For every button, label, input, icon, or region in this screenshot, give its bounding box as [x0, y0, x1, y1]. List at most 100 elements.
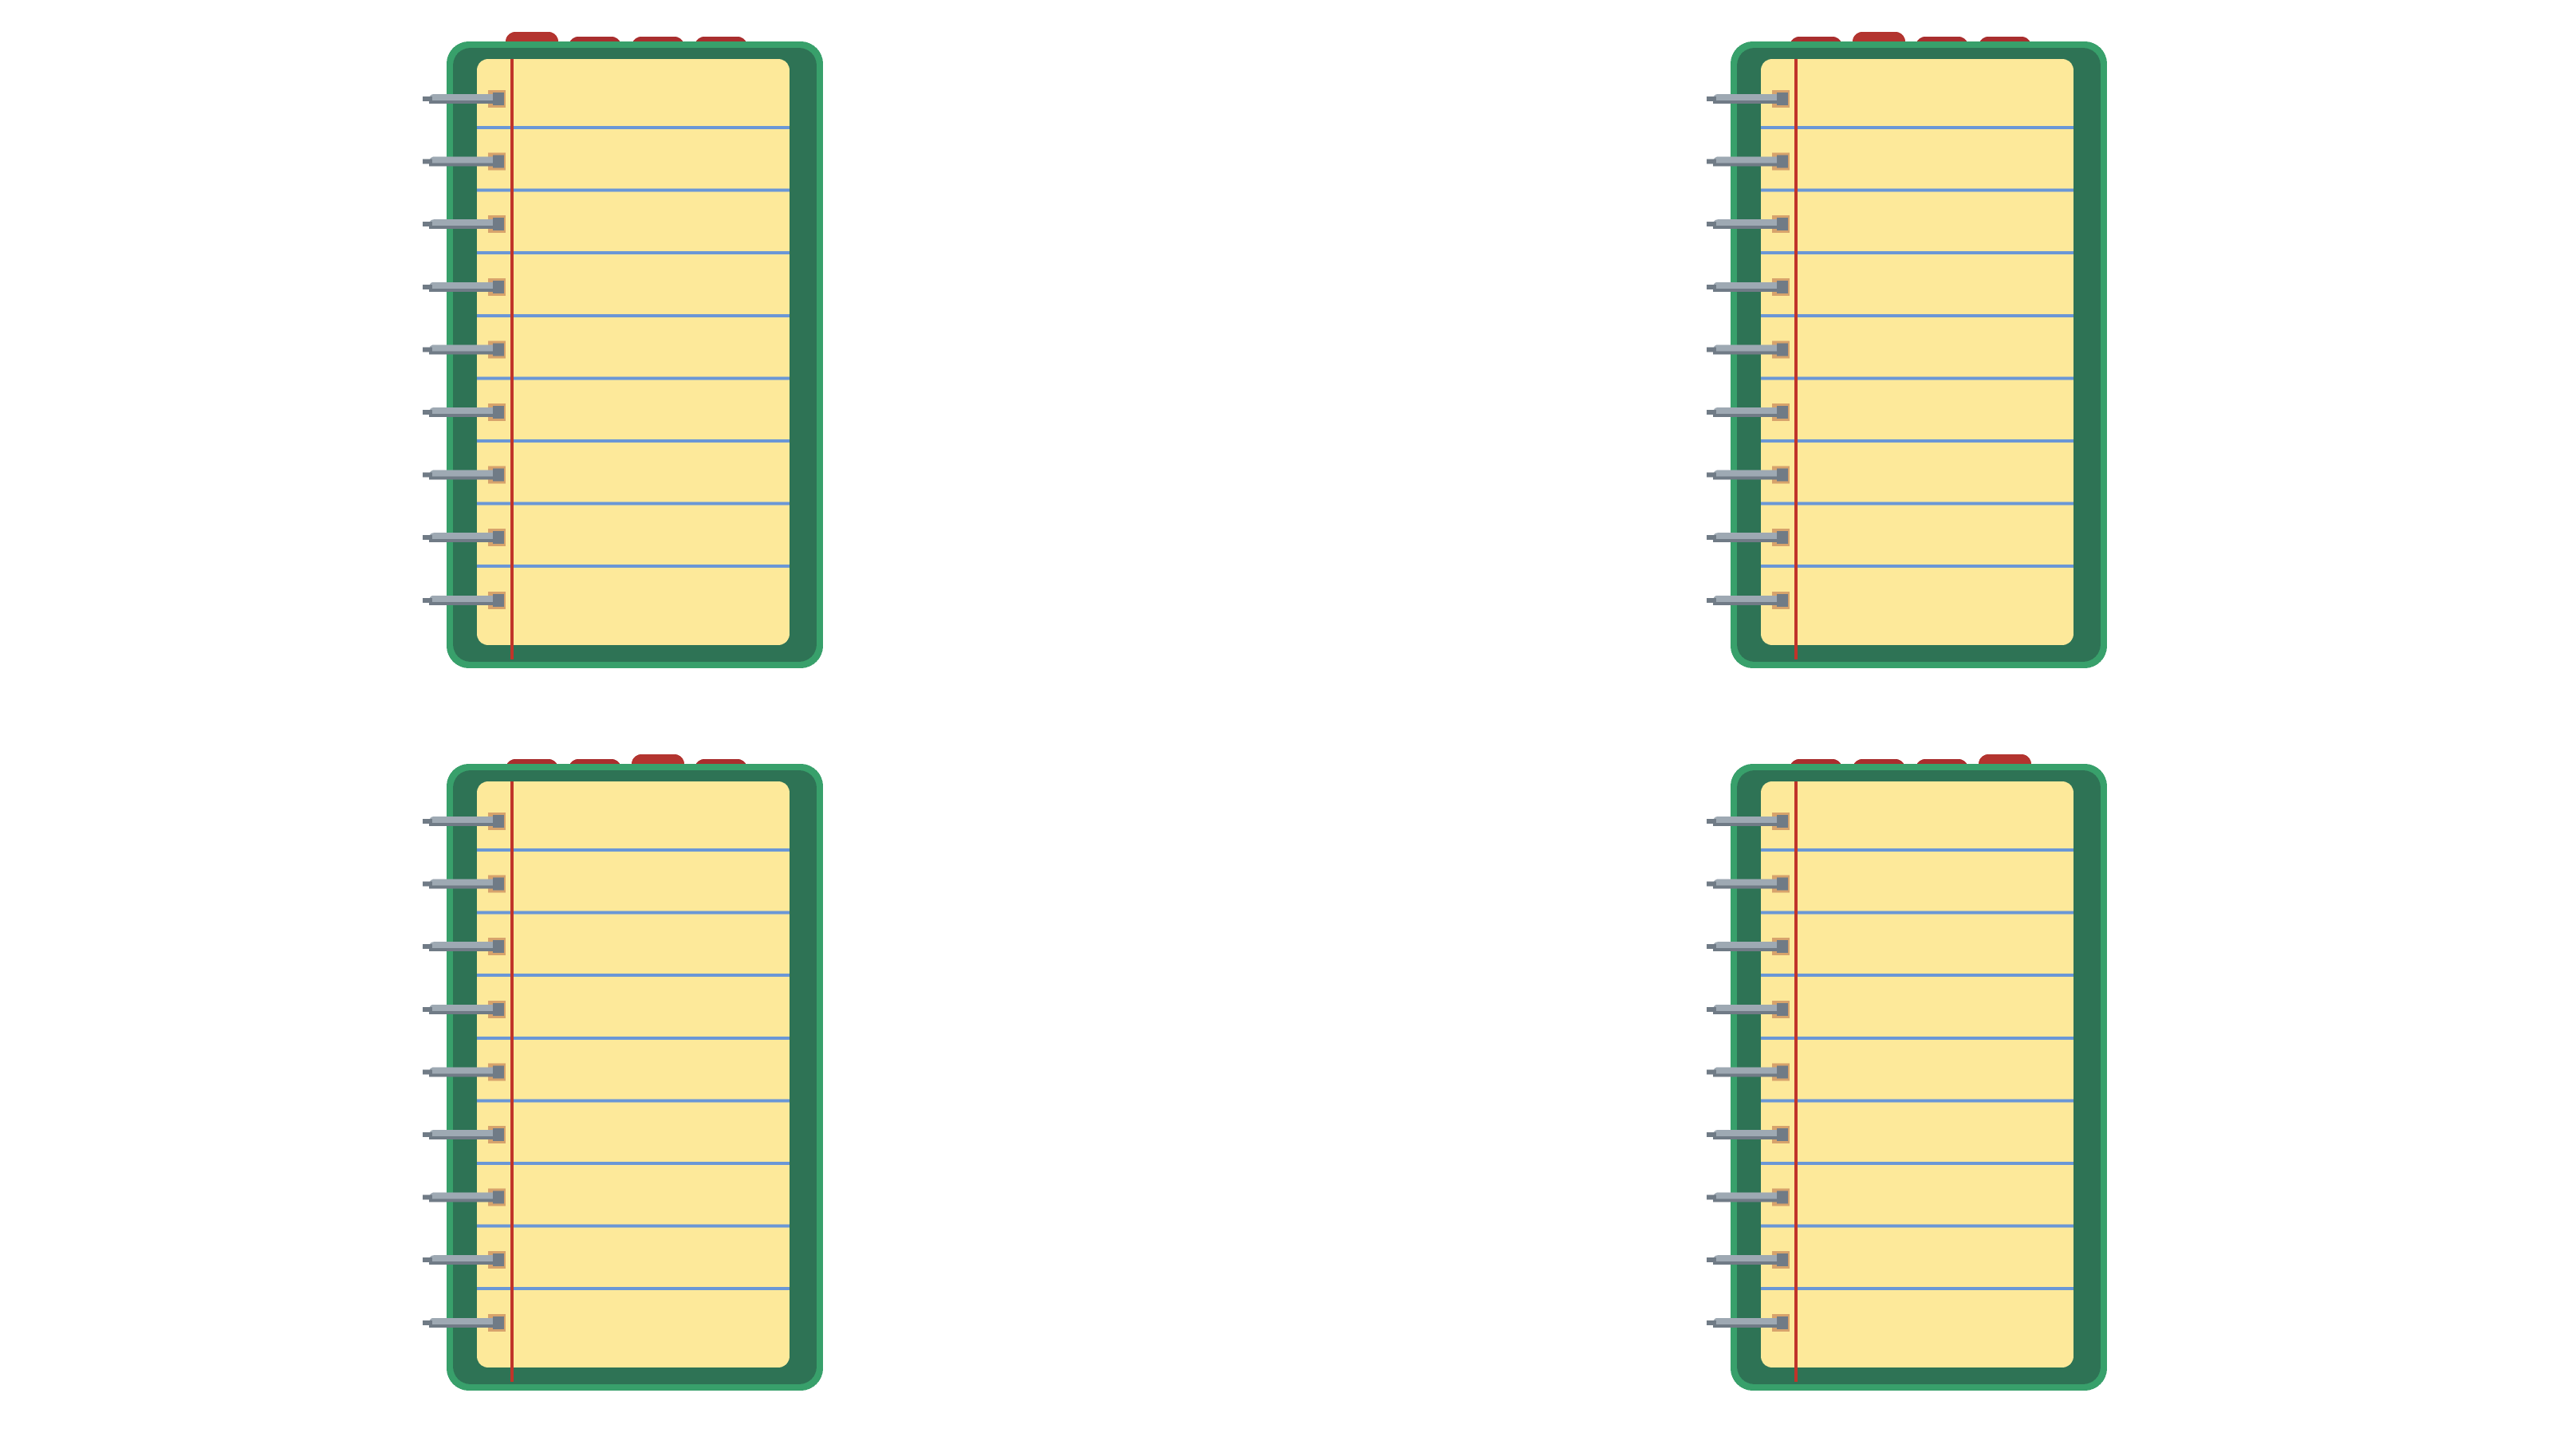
ring-tip [1707, 944, 1716, 950]
ruled-line [1761, 974, 2074, 978]
ruled-line [477, 911, 790, 915]
ring-tip [423, 96, 432, 101]
ring-clip [1777, 406, 1788, 419]
ring-tip [423, 472, 432, 478]
ring-shadow [1713, 823, 1783, 826]
ring-tip [1707, 472, 1716, 478]
ring-shadow [429, 163, 499, 167]
ring-tip [423, 410, 432, 415]
ring-tip [1707, 1069, 1716, 1075]
spiral-ring [1707, 591, 1790, 609]
ring-tip [423, 222, 432, 227]
ring-tip [1707, 819, 1716, 824]
margin-line [1794, 59, 1798, 659]
ruled-line [477, 1162, 790, 1165]
ring-shadow [429, 601, 499, 605]
spiral-ring [1707, 1313, 1790, 1332]
ruled-line [477, 188, 790, 192]
ring-tip [423, 1069, 432, 1075]
ring-clip [493, 1002, 504, 1016]
ruled-line [477, 848, 790, 852]
notebook-svg [1707, 32, 2107, 668]
ruled-line [477, 376, 790, 380]
ruled-line [477, 1287, 790, 1291]
ring-tip [423, 944, 432, 950]
spiral-ring [423, 1063, 506, 1081]
ring-shadow [429, 1324, 499, 1328]
ring-tip [1707, 347, 1716, 352]
ring-shadow [1713, 1324, 1783, 1328]
spiral-ring [1707, 1063, 1790, 1081]
ring-clip [493, 1190, 504, 1204]
ring-shadow [1713, 163, 1783, 167]
ring-clip [1777, 593, 1788, 607]
ruled-line [1761, 1099, 2074, 1103]
ring-clip [493, 531, 504, 545]
ring-clip [1777, 155, 1788, 168]
spiral-ring [423, 1188, 506, 1206]
ring-shadow [1713, 1136, 1783, 1139]
ring-clip [493, 406, 504, 419]
paper [477, 59, 790, 645]
spiral-ring [1707, 466, 1790, 484]
ruled-line [1761, 565, 2074, 569]
ring-shadow [1713, 351, 1783, 355]
spiral-ring [1707, 875, 1790, 893]
ring-tip [1707, 1132, 1716, 1137]
spiral-ring [423, 90, 506, 108]
ruled-line [477, 313, 790, 317]
spiral-ring [423, 1251, 506, 1269]
ring-clip [1777, 1002, 1788, 1016]
ring-shadow [1713, 539, 1783, 543]
ring-shadow [429, 539, 499, 543]
ring-clip [1777, 1065, 1788, 1079]
ring-clip [493, 218, 504, 231]
ring-tip [1707, 410, 1716, 415]
ring-clip [493, 877, 504, 891]
ring-shadow [1713, 288, 1783, 292]
ring-clip [493, 1128, 504, 1141]
spiral-ring [1707, 340, 1790, 359]
ring-clip [493, 343, 504, 356]
ring-tip [423, 1320, 432, 1325]
ruled-line [477, 1036, 790, 1040]
ring-tip [1707, 1194, 1716, 1200]
spiral-ring [423, 1000, 506, 1018]
margin-line [510, 781, 514, 1382]
ring-shadow [1713, 885, 1783, 889]
ring-tip [423, 819, 432, 824]
ring-shadow [429, 1073, 499, 1077]
ring-clip [1777, 1190, 1788, 1204]
ring-clip [493, 593, 504, 607]
notebook-svg [1707, 754, 2107, 1391]
ring-clip [493, 1065, 504, 1079]
ruled-line [477, 974, 790, 978]
spiral-ring [423, 403, 506, 421]
ring-clip [1777, 815, 1788, 828]
ring-tip [1707, 159, 1716, 164]
spiral-ring [423, 277, 506, 296]
notebook-icon-2 [1707, 32, 2121, 734]
ring-shadow [429, 1136, 499, 1139]
ring-clip [493, 280, 504, 293]
spiral-ring [423, 938, 506, 956]
ring-clip [493, 1253, 504, 1267]
ring-tip [1707, 881, 1716, 887]
ring-shadow [1713, 601, 1783, 605]
spiral-ring [1707, 529, 1790, 547]
ring-tip [1707, 1320, 1716, 1325]
ring-shadow [429, 823, 499, 826]
ring-shadow [429, 414, 499, 417]
ring-shadow [1713, 476, 1783, 480]
ring-shadow [429, 1010, 499, 1014]
ring-tip [423, 159, 432, 164]
ring-clip [1777, 218, 1788, 231]
ring-tip [423, 597, 432, 603]
ring-clip [1777, 1253, 1788, 1267]
spiral-ring [1707, 215, 1790, 234]
spiral-ring [1707, 1000, 1790, 1018]
paper [1761, 59, 2074, 645]
ruled-line [1761, 1224, 2074, 1228]
spiral-ring [423, 215, 506, 234]
ring-tip [1707, 1006, 1716, 1012]
